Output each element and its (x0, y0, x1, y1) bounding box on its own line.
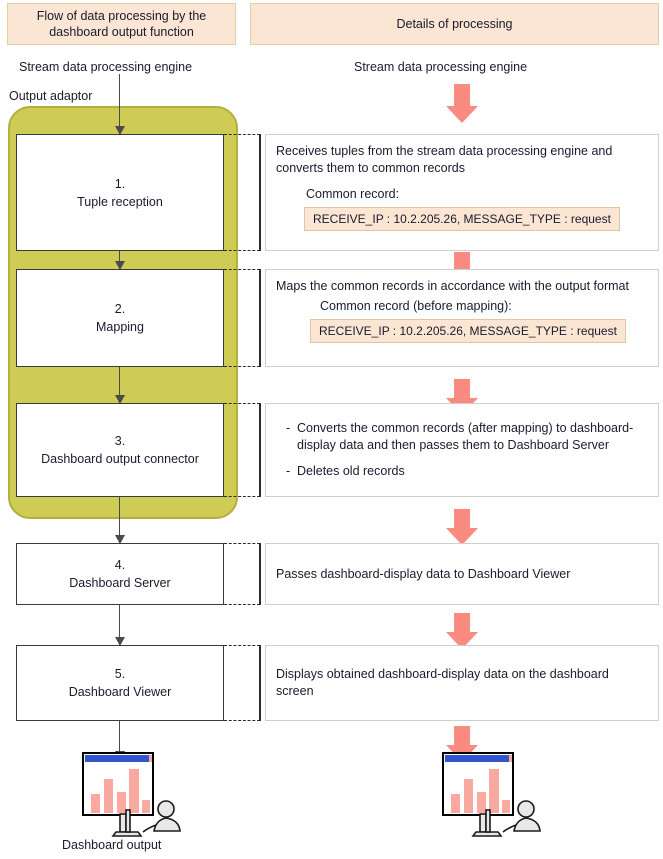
step-number: 1. (114, 176, 126, 191)
dashboard-window-icon (82, 752, 154, 816)
detail-sub-label: Common record: (306, 187, 400, 201)
bracket-dash-bottom (224, 496, 260, 497)
output-adaptor-label: Output adaptor (9, 89, 93, 103)
bracket-dash-bottom (224, 604, 260, 605)
bullet-text: Deletes old records (297, 464, 405, 478)
bracket-vertical-line (259, 269, 261, 367)
step-number: 2. (114, 302, 126, 316)
dashboard-output-icon-right (442, 752, 541, 837)
common-record-chip: RECEIVE_IP : 10.2.205.26, MESSAGE_TYPE :… (304, 207, 620, 231)
bracket-dash-top (224, 269, 260, 270)
step-number: 5. (114, 667, 126, 681)
column-header-details-text: Details of processing (396, 17, 513, 31)
bracket-vertical-line (259, 645, 261, 721)
step-name: Mapping (96, 320, 144, 334)
bracket-connector-step-1 (224, 134, 266, 251)
detail-flow-arrow-1 (446, 84, 478, 123)
bracket-dash-top (224, 645, 260, 646)
arrow-shaft (454, 84, 470, 106)
person-at-desk-icon (471, 800, 541, 837)
bracket-vertical-line (259, 403, 261, 497)
process-box-mapping[interactable]: 2. Mapping (16, 269, 224, 367)
detail-bullet-item: - Converts the common records (after map… (286, 420, 648, 454)
bracket-dash-bottom (224, 250, 260, 251)
step-number: 3. (114, 434, 126, 448)
detail-panel-step-2: Maps the common records in accordance wi… (265, 269, 659, 367)
arrow-shaft (454, 252, 470, 271)
stream-engine-label-right: Stream data processing engine (354, 60, 528, 74)
step-name: Dashboard Viewer (68, 685, 172, 699)
step-name: Dashboard Server (69, 576, 171, 590)
bracket-dash-top (224, 134, 260, 135)
flow-arrow-to-step-3 (114, 367, 125, 404)
bracket-connector-step-3 (224, 403, 266, 497)
detail-flow-arrow-5 (446, 613, 478, 649)
detail-text: Displays obtained dashboard-display data… (276, 667, 609, 698)
detail-panel-step-4: Passes dashboard-display data to Dashboa… (265, 543, 659, 605)
step-number: 4. (114, 558, 126, 572)
detail-bullet-list: - Converts the common records (after map… (286, 420, 648, 480)
bracket-dash-top (224, 403, 260, 404)
detail-panel-step-1: Receives tuples from the stream data pro… (265, 134, 659, 251)
bracket-vertical-line (259, 134, 261, 251)
arrow-head (446, 528, 478, 545)
common-record-chip: RECEIVE_IP : 10.2.205.26, MESSAGE_TYPE :… (310, 319, 626, 343)
arrow-shaft (454, 509, 470, 528)
detail-flow-arrow-4 (446, 509, 478, 545)
process-box-dashboard-viewer[interactable]: 5. Dashboard Viewer (16, 645, 224, 721)
arrow-shaft (454, 726, 470, 745)
step-name: Tuple reception (77, 194, 163, 209)
bullet-dash: - (286, 464, 291, 478)
dashboard-window-icon (442, 752, 514, 816)
person-at-desk-icon (111, 800, 181, 837)
dashboard-output-label: Dashboard output (62, 838, 162, 852)
bracket-connector-step-5 (224, 645, 266, 721)
stream-engine-label-left: Stream data processing engine (19, 60, 193, 74)
detail-lead-text: Maps the common records in accordance wi… (276, 279, 629, 293)
arrow-shaft (454, 613, 470, 632)
bullet-dash: - (286, 421, 291, 435)
column-header-flow-text: Flow of data processing by the dashboard… (36, 9, 207, 39)
arrow-head (446, 632, 478, 649)
bracket-dash-bottom (224, 720, 260, 721)
detail-lead-text: Receives tuples from the stream data pro… (276, 144, 613, 175)
process-box-tuple-reception[interactable]: 1. Tuple reception (16, 134, 224, 251)
bracket-dash-top (224, 543, 260, 544)
detail-bullet-item: - Deletes old records (286, 463, 648, 480)
step-name: Dashboard output connector (41, 452, 199, 466)
column-header-flow: Flow of data processing by the dashboard… (7, 3, 236, 45)
process-box-dashboard-server[interactable]: 4. Dashboard Server (16, 543, 224, 605)
flow-arrow-to-step-1 (114, 74, 125, 135)
bracket-connector-step-2 (224, 269, 266, 367)
column-header-details: Details of processing (250, 3, 659, 45)
bracket-connector-step-4 (224, 543, 266, 605)
detail-panel-step-5: Displays obtained dashboard-display data… (265, 645, 659, 721)
dashboard-output-icon-left (82, 752, 181, 837)
detail-panel-step-3: - Converts the common records (after map… (265, 403, 659, 497)
bullet-text: Converts the common records (after mappi… (297, 421, 634, 452)
bracket-vertical-line (259, 543, 261, 605)
bracket-dash-bottom (224, 366, 260, 367)
flow-arrow-to-step-5 (114, 605, 125, 646)
process-box-dashboard-output-connector[interactable]: 3. Dashboard output connector (16, 403, 224, 497)
arrow-shaft (454, 379, 470, 398)
flow-arrow-to-step-2 (114, 251, 125, 270)
detail-text: Passes dashboard-display data to Dashboa… (276, 566, 571, 581)
detail-sub-label: Common record (before mapping): (320, 299, 512, 313)
flow-arrow-to-step-4 (114, 497, 125, 544)
arrow-head (446, 106, 478, 123)
